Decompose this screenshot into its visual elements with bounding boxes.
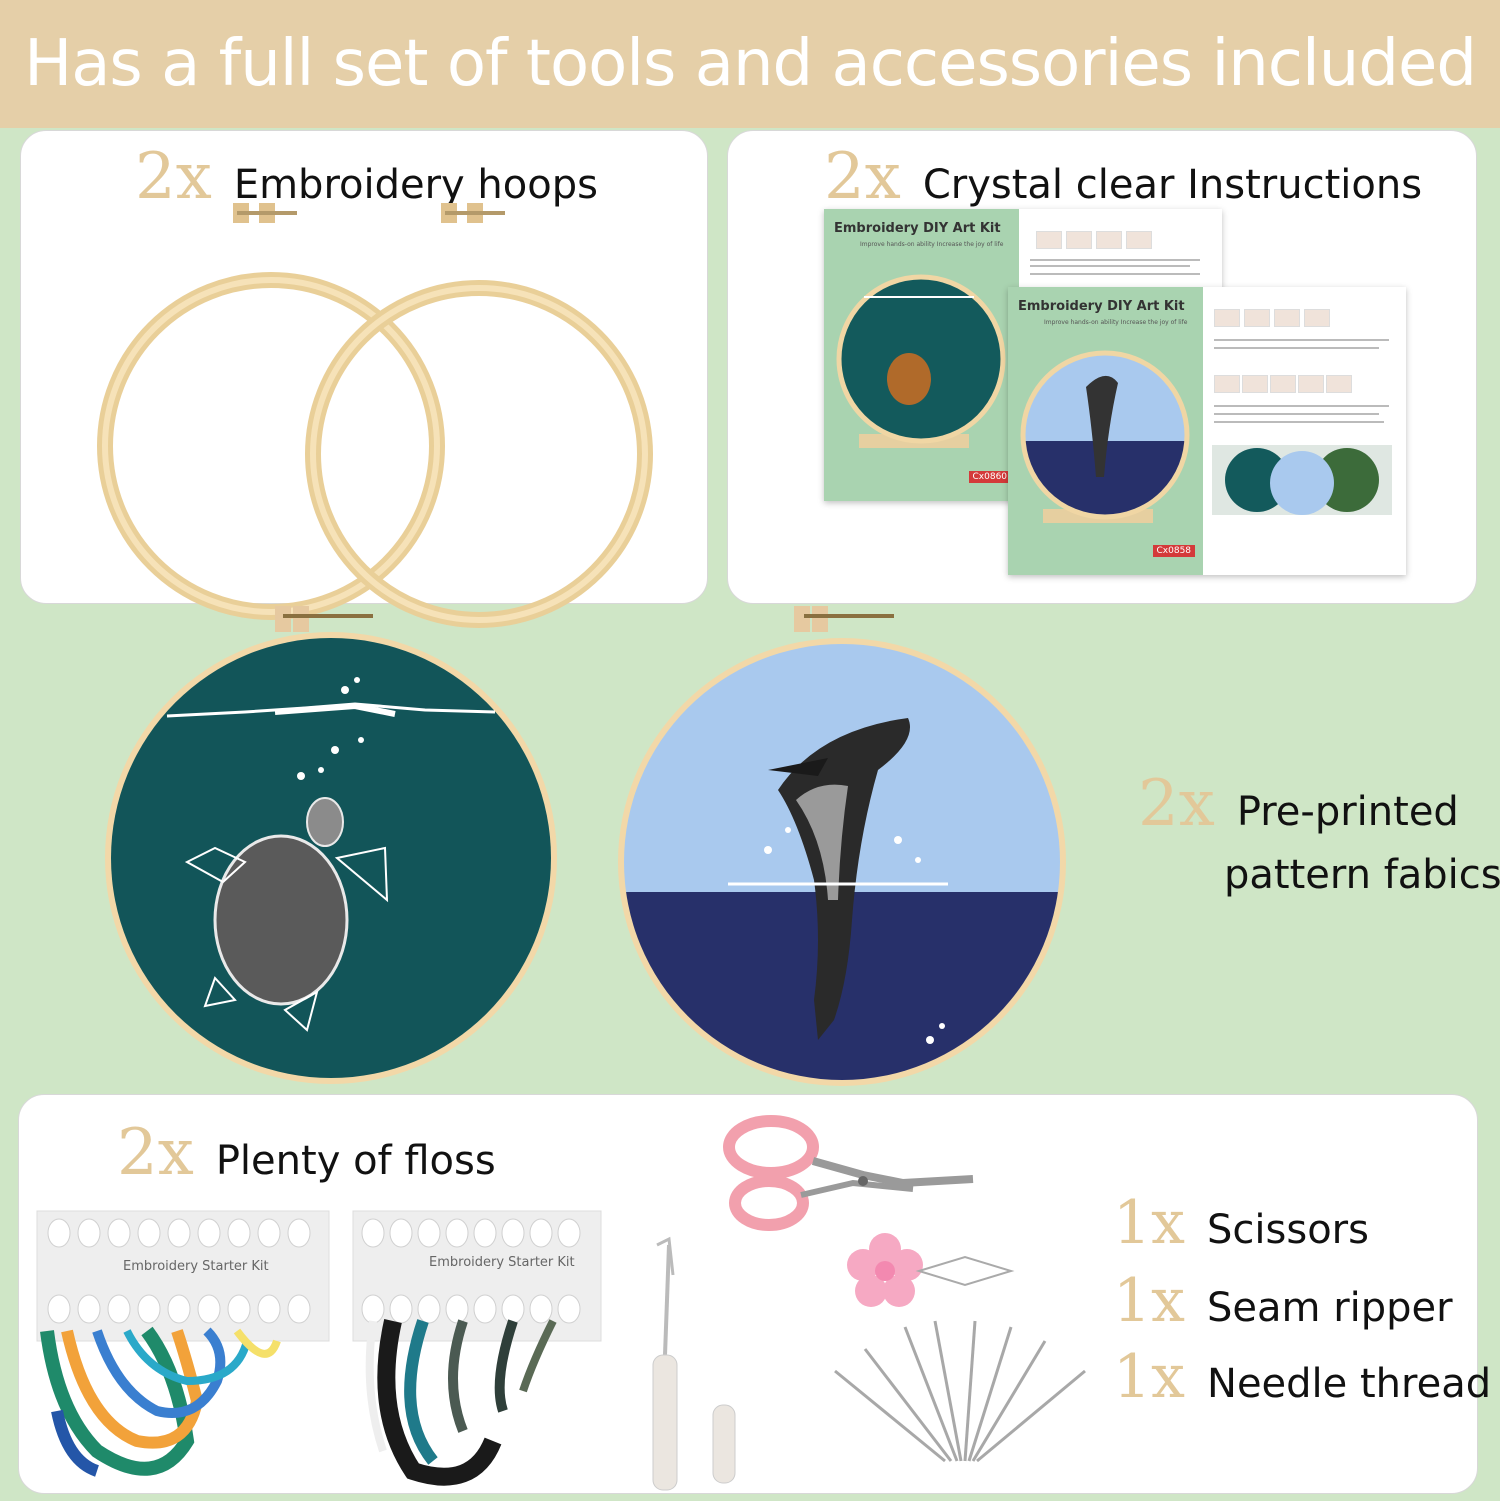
needle-thread-label: Needle thread: [1207, 1361, 1492, 1407]
fabrics-label-line1: Pre-printed: [1236, 789, 1459, 835]
doc-title: Embroidery DIY Art Kit: [834, 221, 1001, 236]
tool-caption-scissors: 1x Scissors: [1113, 1193, 1369, 1253]
floss-organizer-colored: [36, 1210, 330, 1477]
fabrics-caption: 2x Pre-printed: [1138, 772, 1459, 836]
turtle-hoop-thumbnail: [836, 274, 1006, 448]
hoops-qty: 2x: [135, 140, 212, 214]
floss-tools-card: 2x Plenty of floss Embroidery Starter Ki…: [18, 1094, 1491, 1494]
doc1-code: Cx0860: [968, 471, 1012, 483]
needle-threader-image: [847, 1233, 1015, 1307]
seam-ripper-qty: 1x: [1113, 1266, 1186, 1336]
floss-card-1-label: Embroidery Starter Kit: [123, 1259, 269, 1274]
whale-hoop-thumbnail: [1020, 350, 1190, 523]
doc-subtitle: Improve hands-on ability Increase the jo…: [860, 241, 1004, 248]
doc-subtitle-2: Improve hands-on ability Increase the jo…: [1044, 319, 1188, 326]
instructions-caption: 2x Crystal clear Instructions: [824, 145, 1422, 209]
needle-thread-qty: 1x: [1113, 1342, 1186, 1412]
hoops-caption: 2x Embroidery hoops: [135, 145, 598, 209]
instruction-cover-2: Embroidery DIY Art Kit Improve hands-on …: [1008, 287, 1204, 575]
floss-caption: 2x Plenty of floss: [117, 1121, 496, 1185]
doc2-code: Cx0858: [1152, 545, 1196, 557]
hoops-label: Embroidery hoops: [233, 162, 598, 208]
fabrics-qty: 2x: [1138, 767, 1215, 841]
turtle-pattern-fabric: [105, 606, 557, 1084]
embroidery-needles-image: [834, 1320, 1086, 1463]
instructions-label: Crystal clear Instructions: [922, 162, 1423, 208]
embroidery-hoops-image: [97, 203, 653, 628]
banner-title: Has a full set of tools and accessories …: [24, 27, 1477, 101]
scissors-image: [723, 1115, 974, 1231]
tool-caption-needle-thread: 1x Needle thread: [1113, 1347, 1491, 1407]
hoops-card: 2x Embroidery hoops: [20, 130, 708, 628]
finished-hoops-photo: [1212, 445, 1392, 515]
instruction-cover: Embroidery DIY Art Kit Improve hands-on …: [824, 209, 1020, 501]
tool-caption-seam-ripper: 1x Seam ripper: [1113, 1271, 1453, 1331]
floss-organizer-dark: [352, 1210, 602, 1486]
whale-pattern-fabric: [618, 606, 1066, 1086]
seam-ripper-image: [652, 1236, 736, 1491]
scissors-label: Scissors: [1207, 1207, 1369, 1253]
floss-qty: 2x: [117, 1116, 194, 1190]
instructions-qty: 2x: [824, 140, 901, 214]
instructions-card: 2x Crystal clear Instructions Embroidery…: [727, 130, 1477, 604]
floss-card-2-label: Embroidery Starter Kit: [429, 1255, 575, 1270]
fabrics-label-line2: pattern fabics: [1224, 852, 1500, 898]
doc-title-2: Embroidery DIY Art Kit: [1018, 299, 1185, 314]
instruction-sheet-whale: Embroidery DIY Art Kit Improve hands-on …: [1008, 287, 1406, 575]
floss-label: Plenty of floss: [215, 1138, 496, 1184]
scissors-qty: 1x: [1113, 1188, 1186, 1258]
title-banner: Has a full set of tools and accessories …: [0, 0, 1500, 128]
seam-ripper-label: Seam ripper: [1207, 1285, 1453, 1331]
